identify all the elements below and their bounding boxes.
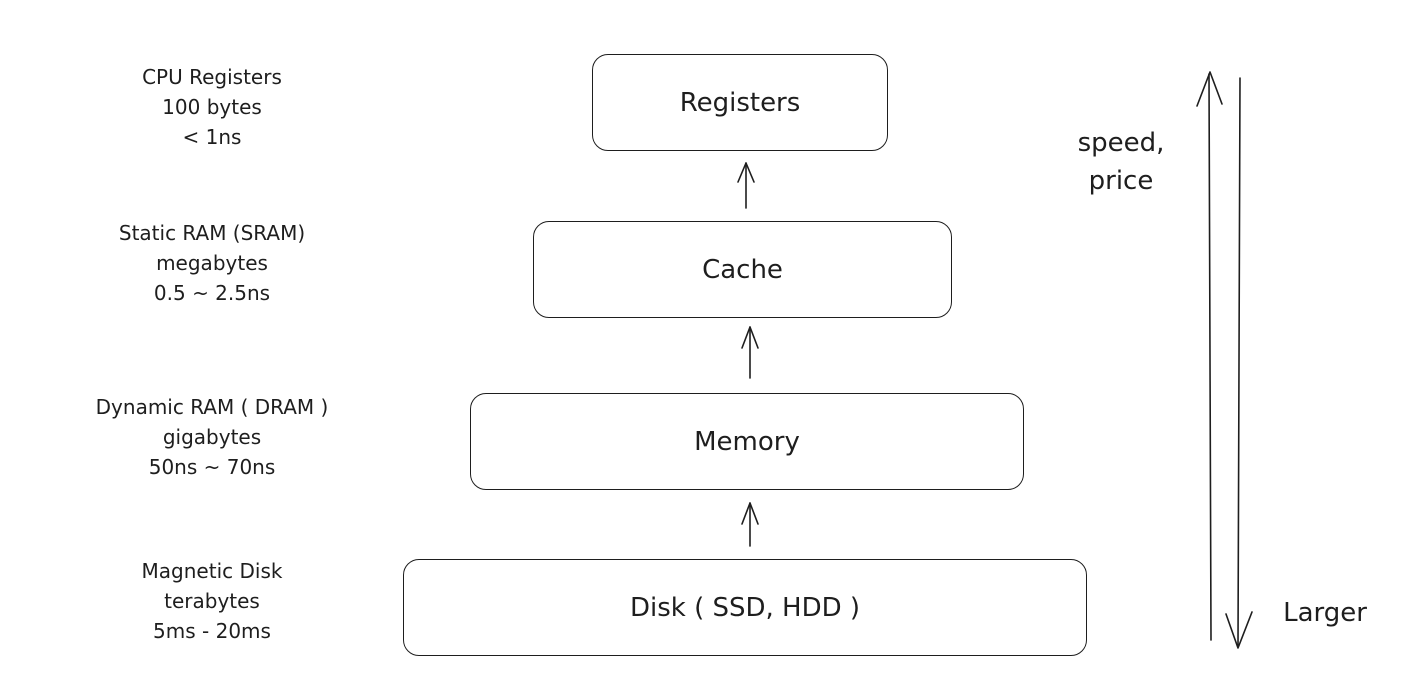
- registers-size: 100 bytes: [162, 95, 262, 119]
- registers-type: CPU Registers: [142, 65, 282, 89]
- disk-description: Magnetic Disk terabytes 5ms - 20ms: [82, 556, 342, 646]
- memory-size: gigabytes: [162, 425, 262, 449]
- cache-box: Cache: [533, 221, 952, 318]
- disk-box: Disk ( SSD, HDD ): [403, 559, 1087, 656]
- cache-description: Static RAM (SRAM) megabytes 0.5 ~ 2.5ns: [72, 218, 352, 308]
- price-label: price: [1088, 166, 1154, 196]
- arrow-disk-to-memory: [741, 502, 759, 547]
- larger-label: Larger: [1283, 598, 1367, 628]
- speed-label: speed,: [1077, 128, 1165, 158]
- arrow-cache-to-registers: [737, 162, 755, 209]
- disk-type: Magnetic Disk: [141, 559, 283, 583]
- memory-description: Dynamic RAM ( DRAM ) gigabytes 50ns ~ 70…: [52, 392, 372, 482]
- cache-type: Static RAM (SRAM): [118, 221, 306, 245]
- memory-type: Dynamic RAM ( DRAM ): [95, 395, 329, 419]
- speed-price-label: speed, price: [1066, 124, 1176, 200]
- cache-size: megabytes: [156, 251, 268, 275]
- disk-size: terabytes: [164, 589, 260, 613]
- speed-size-axis-arrow: [1196, 71, 1253, 649]
- cache-latency: 0.5 ~ 2.5ns: [153, 281, 271, 305]
- memory-latency: 50ns ~ 70ns: [148, 455, 276, 479]
- disk-latency: 5ms - 20ms: [153, 619, 271, 643]
- registers-box: Registers: [592, 54, 888, 151]
- registers-latency: < 1ns: [182, 125, 242, 149]
- registers-description: CPU Registers 100 bytes < 1ns: [82, 62, 342, 152]
- arrow-memory-to-cache: [741, 326, 759, 379]
- memory-box: Memory: [470, 393, 1024, 490]
